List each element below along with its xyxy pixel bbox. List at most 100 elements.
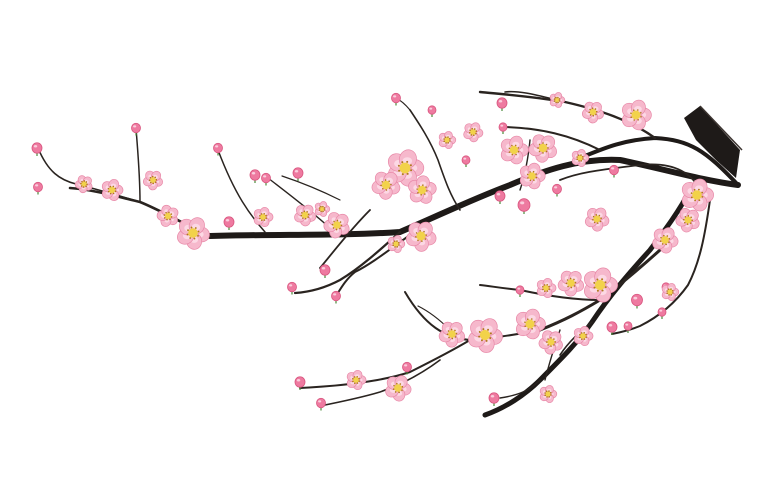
stamen (548, 288, 550, 290)
stamen (531, 318, 533, 320)
bud (316, 397, 326, 409)
stamen (529, 171, 531, 173)
stamen (544, 290, 546, 292)
stamen (478, 330, 481, 333)
stamen (690, 196, 693, 199)
bud-highlight (321, 267, 326, 270)
stamen (637, 119, 639, 121)
stamen (630, 116, 632, 118)
flower-center (594, 279, 606, 291)
branch (217, 149, 266, 233)
stamen (333, 220, 335, 223)
stamen (532, 170, 535, 173)
stamen (401, 161, 404, 164)
bud (331, 290, 341, 302)
bud-highlight (498, 100, 503, 103)
stamen (109, 192, 112, 195)
flower-center (589, 108, 597, 116)
stamen (397, 164, 400, 167)
stamen (585, 333, 587, 336)
stamen (595, 214, 598, 216)
stamen (534, 325, 536, 327)
stamen (580, 332, 583, 334)
stamen (550, 345, 552, 348)
stamen (553, 338, 555, 340)
stamen (517, 150, 520, 153)
branch (319, 209, 371, 269)
stamen (579, 336, 581, 339)
stamen (380, 184, 382, 187)
flower (549, 92, 566, 108)
stamen (417, 239, 419, 242)
stamen (546, 290, 549, 292)
stamen (265, 214, 267, 217)
stamen (524, 321, 526, 323)
stamen (480, 339, 483, 342)
bud (631, 293, 643, 307)
flower (438, 131, 457, 149)
bud (213, 142, 223, 154)
bud-highlight (520, 201, 525, 205)
stamen (591, 107, 594, 110)
flower-center (545, 391, 551, 397)
stamen (573, 278, 575, 281)
stamen (447, 142, 450, 144)
stamen (666, 290, 668, 292)
stamen (550, 391, 552, 394)
flower (253, 206, 274, 228)
stamen (545, 143, 548, 146)
stamen (583, 332, 585, 334)
stamen (392, 242, 394, 244)
bud (402, 361, 412, 373)
stamen (508, 147, 511, 150)
stamen (107, 190, 110, 193)
stamen (148, 179, 151, 182)
stamen (401, 173, 404, 176)
stamen (382, 187, 384, 190)
stamen (555, 101, 557, 104)
flower (536, 277, 557, 299)
flower (468, 318, 503, 353)
stamen (163, 217, 166, 219)
flower-center (417, 185, 427, 195)
stamen (583, 338, 586, 340)
stamen (307, 213, 310, 216)
stamen (580, 160, 583, 162)
stamen (550, 394, 552, 396)
flower-center (577, 155, 583, 161)
stamen (304, 217, 307, 220)
flower (294, 204, 317, 227)
stamen (152, 182, 155, 185)
stamen (579, 334, 581, 336)
stamen (352, 380, 354, 383)
stamen (558, 100, 561, 102)
flower-center (188, 228, 198, 238)
stamen (186, 233, 189, 236)
flower (405, 221, 437, 252)
stamen (473, 128, 476, 130)
stamen (663, 234, 665, 237)
stamen (82, 186, 85, 188)
stamen (114, 187, 117, 190)
stamen (390, 183, 392, 186)
stamen (392, 388, 395, 390)
stamen (570, 286, 573, 289)
stamen (535, 176, 538, 179)
stamen (424, 193, 426, 195)
stamen (388, 187, 391, 189)
stamen (445, 142, 447, 144)
stamen (354, 382, 356, 384)
stamen (300, 214, 303, 217)
stamen (701, 191, 704, 194)
flower-center (684, 216, 692, 224)
stamen (660, 236, 662, 239)
flower (557, 270, 585, 297)
branch-stump-edge (699, 105, 743, 151)
stamen (471, 127, 473, 130)
bud (249, 169, 261, 181)
stamen (543, 284, 546, 286)
flower-center (393, 241, 399, 247)
stamen (542, 288, 544, 291)
branch (504, 126, 601, 151)
branch (319, 359, 441, 407)
